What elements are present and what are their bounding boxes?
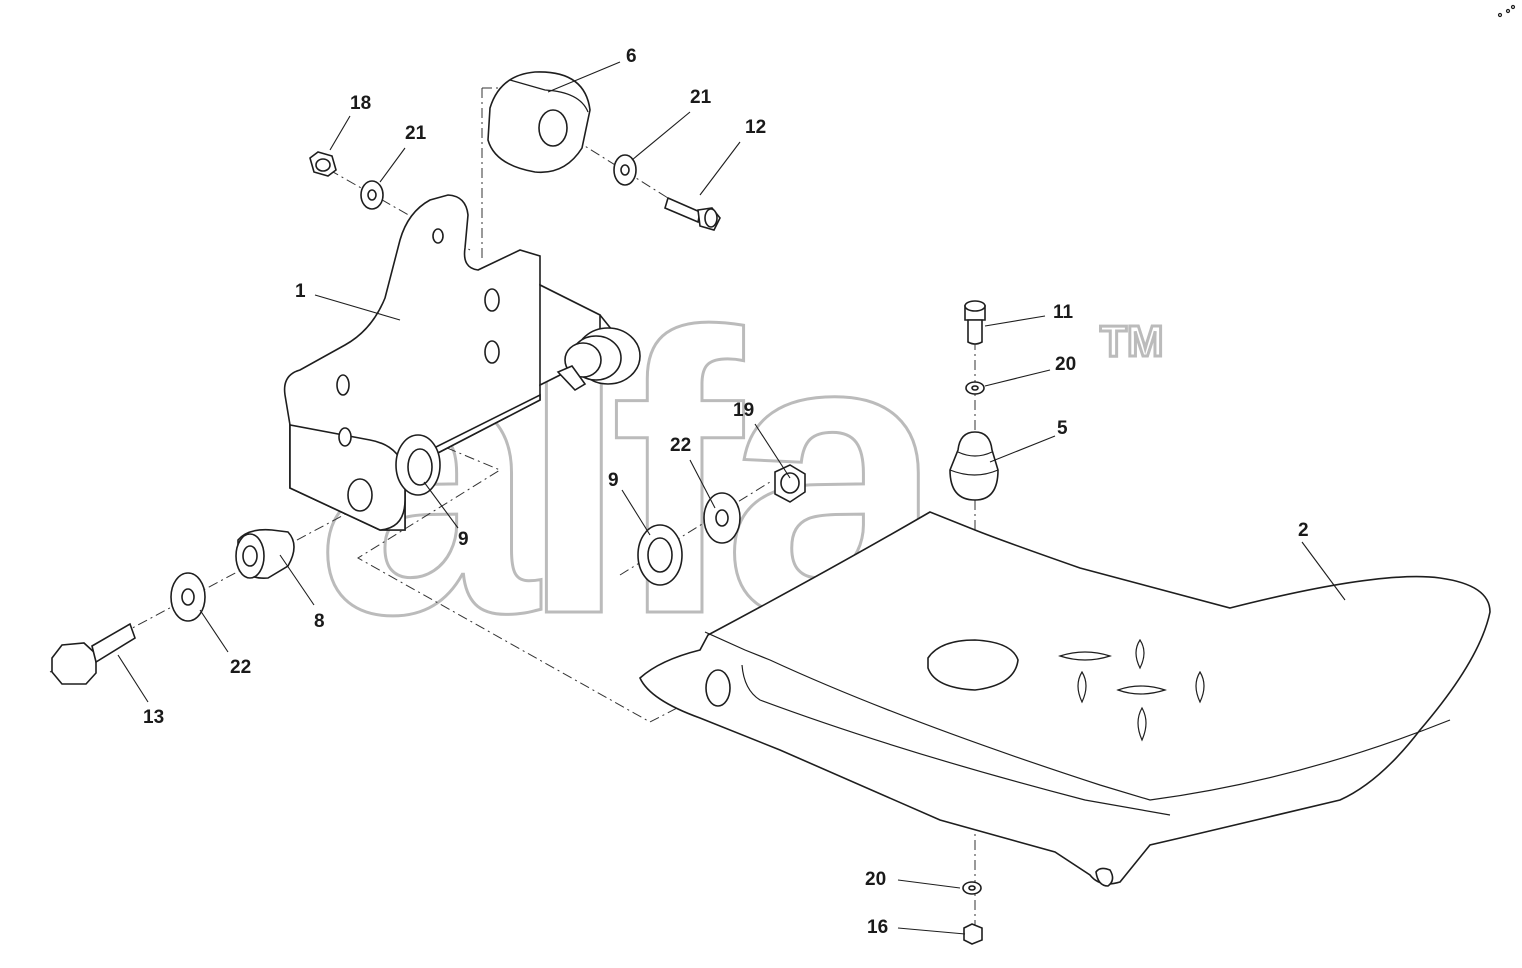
bushing-part-8	[235, 528, 295, 579]
washer-part-21b	[613, 154, 637, 186]
callout-8: 8	[314, 611, 325, 632]
nut-part-19	[774, 464, 806, 503]
washer-part-9a	[395, 434, 441, 496]
roller-part-6	[487, 71, 591, 174]
callout-19: 19	[733, 400, 754, 421]
screw-part-11	[964, 300, 986, 345]
nut-part-16	[963, 923, 983, 945]
callout-18: 18	[350, 93, 371, 114]
nut-part-18	[309, 151, 337, 177]
callout-22a: 22	[670, 435, 691, 456]
washer-part-21a	[360, 180, 384, 210]
callout-16: 16	[867, 917, 888, 938]
callout-20a: 20	[1055, 354, 1076, 375]
callout-labels: 6 18 21 21 12 1 11 20 5 19 22 9 9 2 8 22…	[143, 46, 1309, 938]
callout-20b: 20	[865, 869, 886, 890]
callout-9a: 9	[608, 470, 619, 491]
callout-11: 11	[1053, 302, 1074, 323]
callout-22b: 22	[230, 657, 251, 678]
callout-21a: 21	[405, 123, 427, 144]
callout-12: 12	[745, 117, 766, 138]
corner-mark	[1497, 4, 1516, 18]
washer-part-9b	[637, 524, 683, 586]
callout-21b: 21	[690, 87, 712, 108]
bracket-part-1	[283, 194, 641, 531]
skid-plate-part-2	[639, 511, 1491, 887]
callout-1: 1	[295, 281, 306, 302]
bumper-part-5	[949, 431, 999, 501]
callout-6: 6	[626, 46, 637, 67]
callout-2: 2	[1298, 520, 1309, 541]
bolt-part-13	[51, 622, 136, 685]
washer-part-22a	[703, 492, 741, 544]
washer-part-22b	[170, 572, 206, 622]
callout-13: 13	[143, 707, 164, 728]
washer-part-20b	[962, 881, 982, 895]
washer-part-20a	[965, 381, 985, 395]
screw-part-12	[664, 196, 721, 231]
leader-lines	[117, 61, 1346, 935]
callout-5: 5	[1057, 418, 1068, 439]
callout-9b: 9	[458, 529, 469, 550]
svg-text:TM: TM	[1100, 317, 1164, 366]
